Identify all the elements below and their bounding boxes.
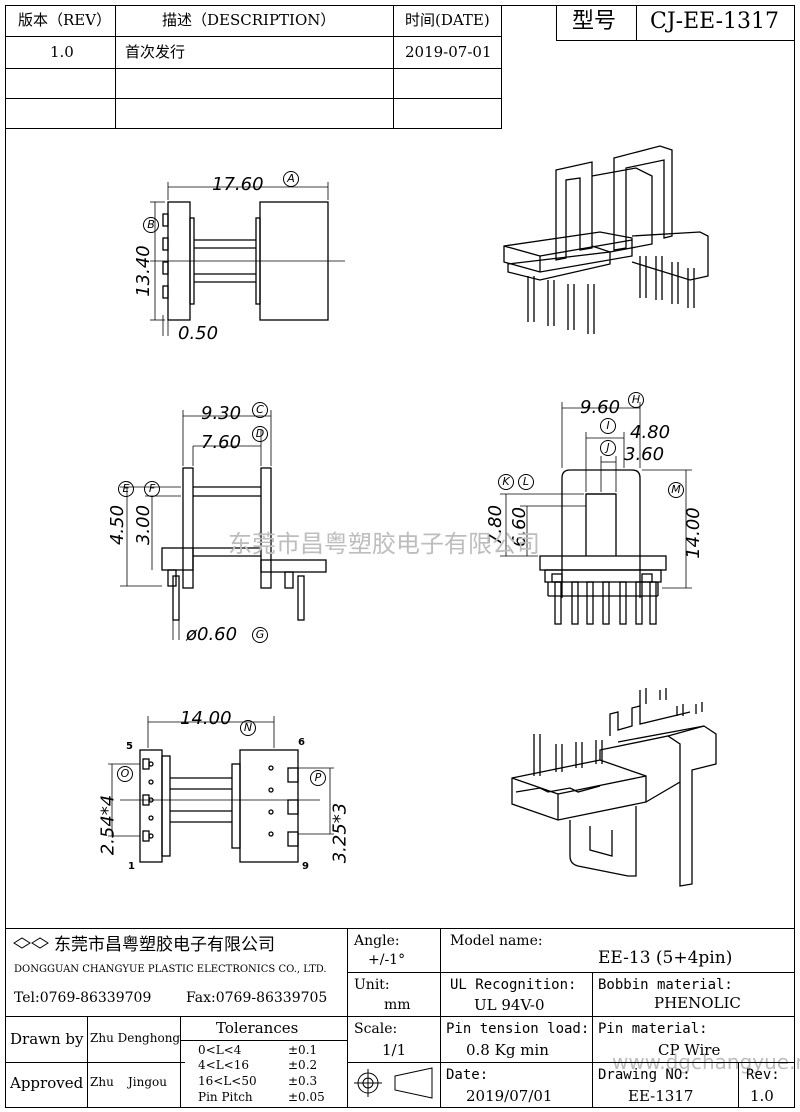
front-view-2 [500, 402, 692, 625]
dim-label-i: I [600, 418, 616, 434]
dim-3-00: 3.00 [133, 504, 155, 546]
angle-label: Angle: [354, 933, 400, 949]
dim-label-j: J [600, 440, 616, 456]
dim-14-00-bottom: 14.00 [180, 708, 232, 729]
tolerance-value-1: ±0.1 [288, 1043, 318, 1057]
dim-label-g: G [252, 627, 268, 643]
dim-0-50: 0.50 [178, 323, 219, 344]
company-name-en: DONGGUAN CHANGYUE PLASTIC ELECTRONICS CO… [14, 964, 327, 975]
dim-9-30: 9.30 [201, 403, 242, 424]
front-view-1 [120, 410, 327, 640]
pin-material-value: CP Wire [658, 1041, 721, 1059]
bobbin-label: Bobbin material: [598, 977, 733, 993]
dim-label-b: B [143, 217, 159, 233]
tolerance-value-2: ±0.2 [288, 1058, 318, 1072]
model-name-value: EE-13 (5+4pin) [598, 948, 733, 968]
drawn-by-label: Drawn by [10, 1030, 84, 1048]
rev-label: Rev: [746, 1067, 780, 1083]
date-value: 2019/07/01 [466, 1087, 553, 1105]
dim-4-50: 4.50 [107, 504, 129, 546]
angle-value: +/-1° [368, 952, 406, 968]
isometric-view-2 [511, 688, 717, 887]
isometric-view-1 [503, 145, 709, 334]
pin-number-6: 6 [298, 737, 305, 748]
ul-label: UL Recognition: [450, 977, 577, 993]
dim-0-60: ø0.60 [186, 624, 238, 645]
pin-number-9: 9 [302, 861, 309, 872]
company-name-cn: 东莞市昌粤塑胶电子有限公司 [54, 935, 275, 955]
dim-label-e: E [118, 481, 134, 497]
unit-label: Unit: [354, 977, 390, 993]
tolerance-value-4: ±0.05 [288, 1090, 325, 1104]
tolerance-value-3: ±0.3 [288, 1074, 318, 1088]
dim-label-d: D [252, 426, 268, 442]
scale-label: Scale: [354, 1021, 398, 1037]
rev-value-title: 1.0 [750, 1087, 774, 1105]
date-value: 2019-07-01 [405, 43, 492, 61]
tolerance-range-2: 4<L<16 [198, 1058, 249, 1072]
date-header: 时间(DATE) [405, 11, 490, 29]
drawing-no-label: Drawing NO: [598, 1067, 691, 1083]
dim-label-a: A [283, 171, 299, 187]
ul-value: UL 94V-0 [474, 996, 545, 1014]
dim-label-p: P [310, 770, 326, 786]
dim-3-25: 3.25*3 [329, 802, 351, 864]
dim-2-54: 2.54*4 [97, 794, 119, 856]
dim-label-l: L [518, 474, 534, 490]
rev-header: 版本（REV） [18, 11, 112, 29]
rev-value: 1.0 [50, 43, 74, 61]
model-name-label: Model name: [450, 933, 543, 949]
desc-value: 首次发行 [125, 43, 186, 61]
tolerance-range-3: 16<L<50 [198, 1074, 257, 1088]
bobbin-value: PHENOLIC [654, 994, 741, 1012]
drawing-no-value: EE-1317 [628, 1087, 694, 1105]
dim-13-40: 13.40 [132, 245, 154, 297]
dim-17-60: 17.60 [212, 174, 264, 195]
tolerance-range-4: Pin Pitch [198, 1090, 253, 1104]
dim-label-k: K [498, 474, 514, 490]
company-tel: Tel:0769-86339709 [14, 990, 152, 1006]
approved-label: Approved [10, 1074, 84, 1092]
dim-3-60: 3.60 [624, 444, 665, 465]
drawn-by-value: Zhu Denghong [90, 1031, 181, 1045]
approved-value-2: Jingou [128, 1075, 168, 1089]
dim-label-c: C [252, 402, 268, 418]
dim-7-60: 7.60 [201, 432, 242, 453]
pin-material-label: Pin material: [598, 1021, 708, 1037]
tolerance-range-1: 0<L<4 [198, 1043, 242, 1057]
dim-9-60: 9.60 [580, 397, 621, 418]
dim-14-00: 14.00 [682, 507, 704, 559]
date-label: Date: [446, 1067, 489, 1083]
dim-4-80: 4.80 [630, 422, 671, 443]
dim-label-h: H [628, 392, 644, 408]
tolerances-label: Tolerances [216, 1019, 299, 1037]
pin-number-1: 1 [128, 861, 135, 872]
watermark-company: 东莞市昌粤塑胶电子有限公司 [228, 530, 540, 558]
scale-value: 1/1 [382, 1041, 407, 1059]
pin-tension-value: 0.8 Kg min [466, 1041, 549, 1059]
model-value: CJ-EE-1317 [650, 9, 780, 34]
unit-value: mm [384, 997, 411, 1013]
model-label: 型号 [572, 9, 617, 34]
dim-label-f: F [144, 481, 160, 497]
dim-label-m: M [668, 482, 684, 498]
dim-label-o: O [117, 766, 133, 782]
approved-value-1: Zhu [90, 1075, 114, 1089]
desc-header: 描述（DESCRIPTION） [162, 11, 336, 29]
dim-label-n: N [240, 720, 256, 736]
pin-tension-label: Pin tension load: [446, 1021, 590, 1037]
pin-number-5: 5 [126, 741, 133, 752]
side-view-1 [150, 182, 345, 336]
company-fax: Fax:0769-86339705 [186, 990, 328, 1006]
bottom-view-1 [108, 716, 334, 863]
